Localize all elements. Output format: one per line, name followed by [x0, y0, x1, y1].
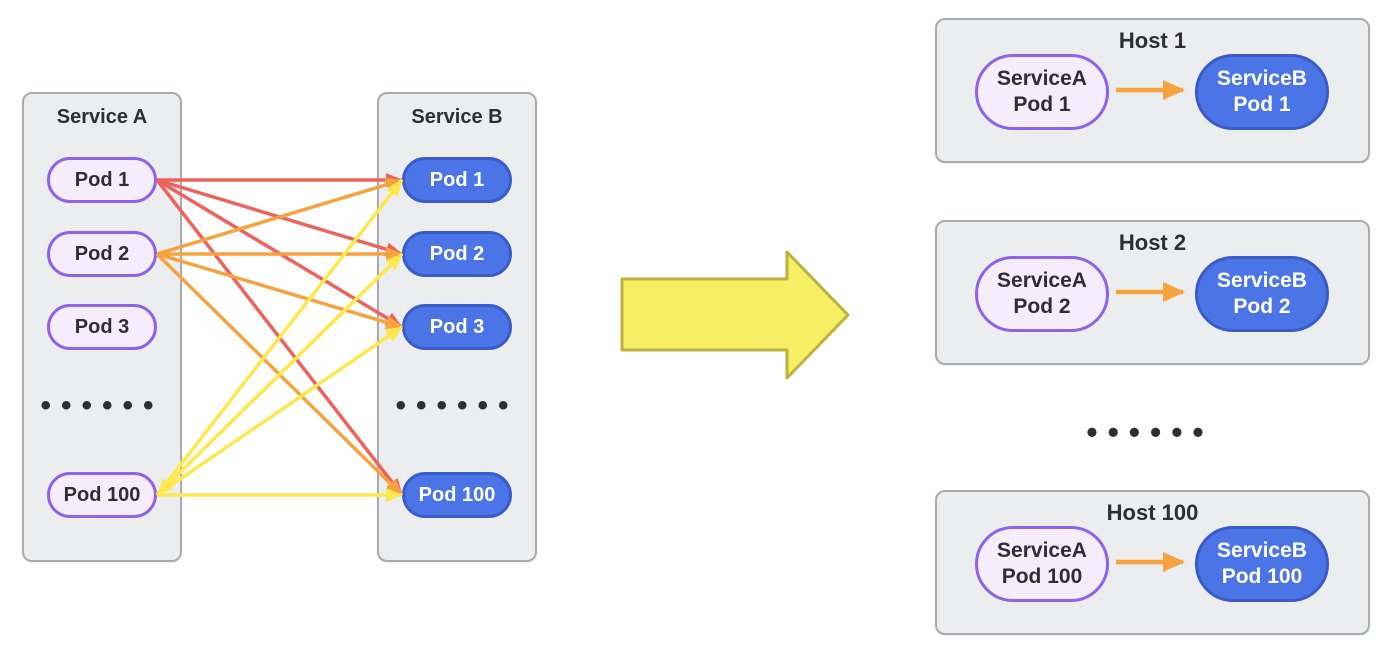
service-a-ellipsis-dots: •••••• [40, 389, 164, 422]
connection-a100-to-b3 [156, 325, 403, 497]
connection-a100-to-b2 [155, 252, 404, 497]
service-a-pod-2: Pod 2 [47, 231, 157, 277]
service-b-pod-1: Pod 1 [402, 157, 512, 203]
connection-a2-to-b1 [156, 177, 403, 256]
service-a-pod-3-label: Pod 3 [74, 315, 130, 338]
host-2-title: Host 2 [1118, 230, 1187, 255]
host-2-service-a-pod: ServiceA Pod 2 [975, 256, 1109, 332]
host-1-box: Host 1 ServiceA Pod 1 ServiceB Pod 1 [935, 18, 1370, 163]
host-1-service-a-line1: ServiceA [997, 67, 1087, 90]
big-transform-arrow [620, 250, 850, 380]
host-1-service-b-line1: ServiceB [1217, 67, 1307, 90]
host-2-box: Host 2 ServiceA Pod 2 ServiceB Pod 2 [935, 220, 1370, 365]
service-b-pod-100-label: Pod 100 [418, 483, 496, 506]
connection-a1-to-b2 [156, 178, 403, 257]
service-b-pod-3: Pod 3 [402, 304, 512, 350]
host-100-service-a-line1: ServiceA [997, 539, 1087, 562]
host-1-title: Host 1 [1118, 28, 1187, 53]
service-a-pod-1: Pod 1 [47, 157, 157, 203]
service-a-pod-1-label: Pod 1 [74, 168, 130, 191]
host-100-service-b-line2: Pod 100 [1221, 565, 1303, 588]
host-1-service-a-pod: ServiceA Pod 1 [975, 54, 1109, 130]
service-a-pod-100-label: Pod 100 [63, 483, 141, 506]
connection-b2-to-a100 [155, 252, 404, 497]
host-2-service-b-line2: Pod 2 [1233, 295, 1291, 318]
host-100-service-a-line2: Pod 100 [1001, 565, 1083, 588]
host-1-service-b-line2: Pod 1 [1233, 93, 1291, 116]
host-100-box: Host 100 ServiceA Pod 100 ServiceB Pod 1… [935, 490, 1370, 635]
service-b-pod-2-label: Pod 2 [429, 242, 485, 265]
connection-a1-to-b3 [156, 178, 403, 329]
host-100-service-b-line1: ServiceB [1217, 539, 1307, 562]
host-1-service-a-line2: Pod 1 [1013, 93, 1071, 116]
connection-a1-to-b100 [155, 178, 404, 497]
service-b-pod-1-label: Pod 1 [429, 168, 485, 191]
connection-a2-to-b100 [155, 252, 404, 497]
host-2-service-b-line1: ServiceB [1217, 269, 1307, 292]
service-b-pod-3-label: Pod 3 [429, 315, 485, 338]
host-2-service-a-line1: ServiceA [997, 269, 1087, 292]
service-b-pod-100: Pod 100 [402, 472, 512, 518]
service-a-pod-100: Pod 100 [47, 472, 157, 518]
host-2-service-a-line2: Pod 2 [1013, 295, 1071, 318]
host-1-service-b-pod: ServiceB Pod 1 [1195, 54, 1329, 130]
service-b-ellipsis-dots: •••••• [395, 389, 519, 422]
host-100-service-a-pod: ServiceA Pod 100 [975, 526, 1109, 602]
service-b-title: Service B [411, 106, 503, 128]
host-100-service-b-pod: ServiceB Pod 100 [1195, 526, 1329, 602]
host-2-service-b-pod: ServiceB Pod 2 [1195, 256, 1329, 332]
service-a-title: Service A [56, 106, 148, 128]
connection-a2-to-b3 [156, 252, 403, 330]
pod-connection-lines [155, 173, 404, 502]
hosts-ellipsis-dots: •••••• [1086, 414, 1214, 450]
host-100-title: Host 100 [1106, 500, 1199, 525]
service-b-pod-2: Pod 2 [402, 231, 512, 277]
service-a-pod-3: Pod 3 [47, 304, 157, 350]
service-a-pod-2-label: Pod 2 [74, 242, 130, 265]
connection-a100-to-b1 [155, 178, 404, 497]
